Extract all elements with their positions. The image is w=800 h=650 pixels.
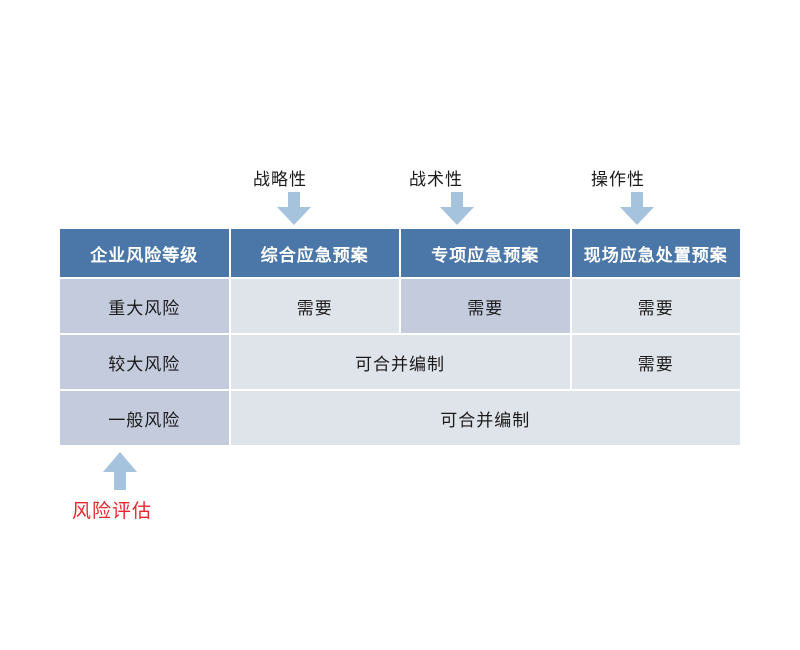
arrow-up-icon-risk-assessment [103,452,137,490]
table-header-risk-level: 企业风险等级 [60,229,229,277]
cell-large-onsite: 需要 [571,335,740,389]
arrow-head [103,452,137,472]
arrow-head [620,207,654,225]
arrow-down-icon-tactical [440,192,474,225]
annotation-label-strategic: 战略性 [253,170,307,190]
table-row: 重大风险 需要 需要 需要 [60,279,740,333]
table-row: 一般风险 可合并编制 [60,391,740,445]
table-header-onsite-plan: 现场应急处置预案 [571,229,740,277]
row-label-large-risk: 较大风险 [60,335,229,389]
arrow-head [440,207,474,225]
row-label-general-risk: 一般风险 [60,391,229,445]
table-header-comprehensive-plan: 综合应急预案 [230,229,399,277]
cell-general-merged-plan: 可合并编制 [230,391,740,445]
table-header-special-plan: 专项应急预案 [401,229,570,277]
cell-major-onsite: 需要 [571,279,740,333]
table-row: 较大风险 可合并编制 需要 [60,335,740,389]
cell-major-special: 需要 [401,279,570,333]
table-header-row: 企业风险等级 综合应急预案 专项应急预案 现场应急处置预案 [60,229,740,277]
annotation-label-operational: 操作性 [591,170,645,190]
arrow-shaft [631,192,643,209]
arrow-shaft [451,192,463,209]
arrow-down-icon-operational [620,192,654,225]
row-label-major-risk: 重大风险 [60,279,229,333]
cell-major-comprehensive: 需要 [230,279,399,333]
arrow-shaft [114,471,126,490]
annotation-label-risk-assessment: 风险评估 [72,500,153,522]
arrow-head [277,207,311,225]
cell-large-merged-plan: 可合并编制 [230,335,570,389]
annotation-label-tactical: 战术性 [409,170,463,190]
risk-plan-matrix-table: 企业风险等级 综合应急预案 专项应急预案 现场应急处置预案 重大风险 需要 需要… [58,227,742,447]
arrow-shaft [288,192,300,209]
arrow-down-icon-strategic [277,192,311,225]
